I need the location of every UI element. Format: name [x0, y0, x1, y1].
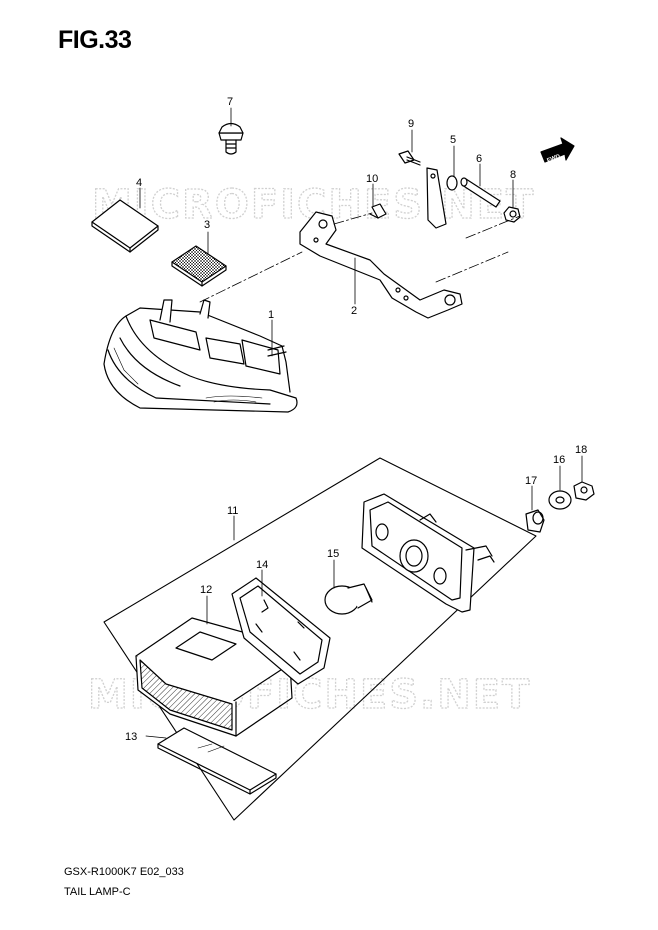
callout-2: 2 — [351, 305, 357, 317]
assembly-line-upper-a — [199, 251, 303, 303]
part-13-lens-plate — [157, 727, 277, 795]
part-6-pin — [460, 177, 501, 208]
part-1-tail-lamp-housing — [103, 299, 298, 413]
callout-14: 14 — [256, 559, 268, 571]
part-8-nut — [503, 206, 521, 223]
part-bracket-strap — [426, 167, 447, 229]
callout-8: 8 — [510, 169, 516, 181]
callout-10: 10 — [366, 173, 378, 185]
callout-18: 18 — [575, 444, 587, 456]
model-code: GSX-R1000K7 E02_033 — [64, 866, 184, 878]
part-7-cap-screw — [218, 122, 244, 155]
part-16-washer — [548, 490, 572, 510]
part-lamp-socket-base — [361, 493, 495, 613]
callout-1: 1 — [268, 309, 274, 321]
callout-12: 12 — [200, 584, 212, 596]
callout-4: 4 — [136, 177, 142, 189]
figure-title: FIG.33 — [58, 26, 132, 54]
callout-11: 11 — [227, 505, 238, 517]
assembly-line-upper-c — [435, 215, 521, 283]
callout-5: 5 — [450, 134, 456, 146]
callout-9: 9 — [408, 118, 414, 130]
callout-6: 6 — [476, 153, 482, 165]
part-18-nut — [573, 481, 595, 501]
fwd-label: FWD — [546, 153, 562, 164]
part-15-bulb — [324, 583, 373, 615]
fwd-arrow-icon — [540, 137, 575, 163]
part-9-screw — [398, 150, 421, 166]
part-14-gasket — [231, 577, 331, 685]
part-2-bracket — [299, 211, 463, 319]
callout-17: 17 — [525, 475, 537, 487]
assembly-line-upper-b — [333, 212, 373, 225]
callout-16: 16 — [553, 454, 565, 466]
watermark-upper: MICROFICHES.NET — [92, 182, 535, 228]
callout-7: 7 — [227, 96, 233, 108]
part-5-washer — [446, 175, 458, 191]
part-3-reflector — [171, 245, 227, 287]
callout-13: 13 — [125, 731, 137, 743]
part-10-screw — [369, 203, 387, 219]
callout-3: 3 — [204, 219, 210, 231]
part-group-name: TAIL LAMP-C — [64, 886, 131, 898]
callout-15: 15 — [327, 548, 339, 560]
part-4-reflector-plate — [91, 199, 159, 253]
part-17-grommet — [525, 509, 545, 533]
